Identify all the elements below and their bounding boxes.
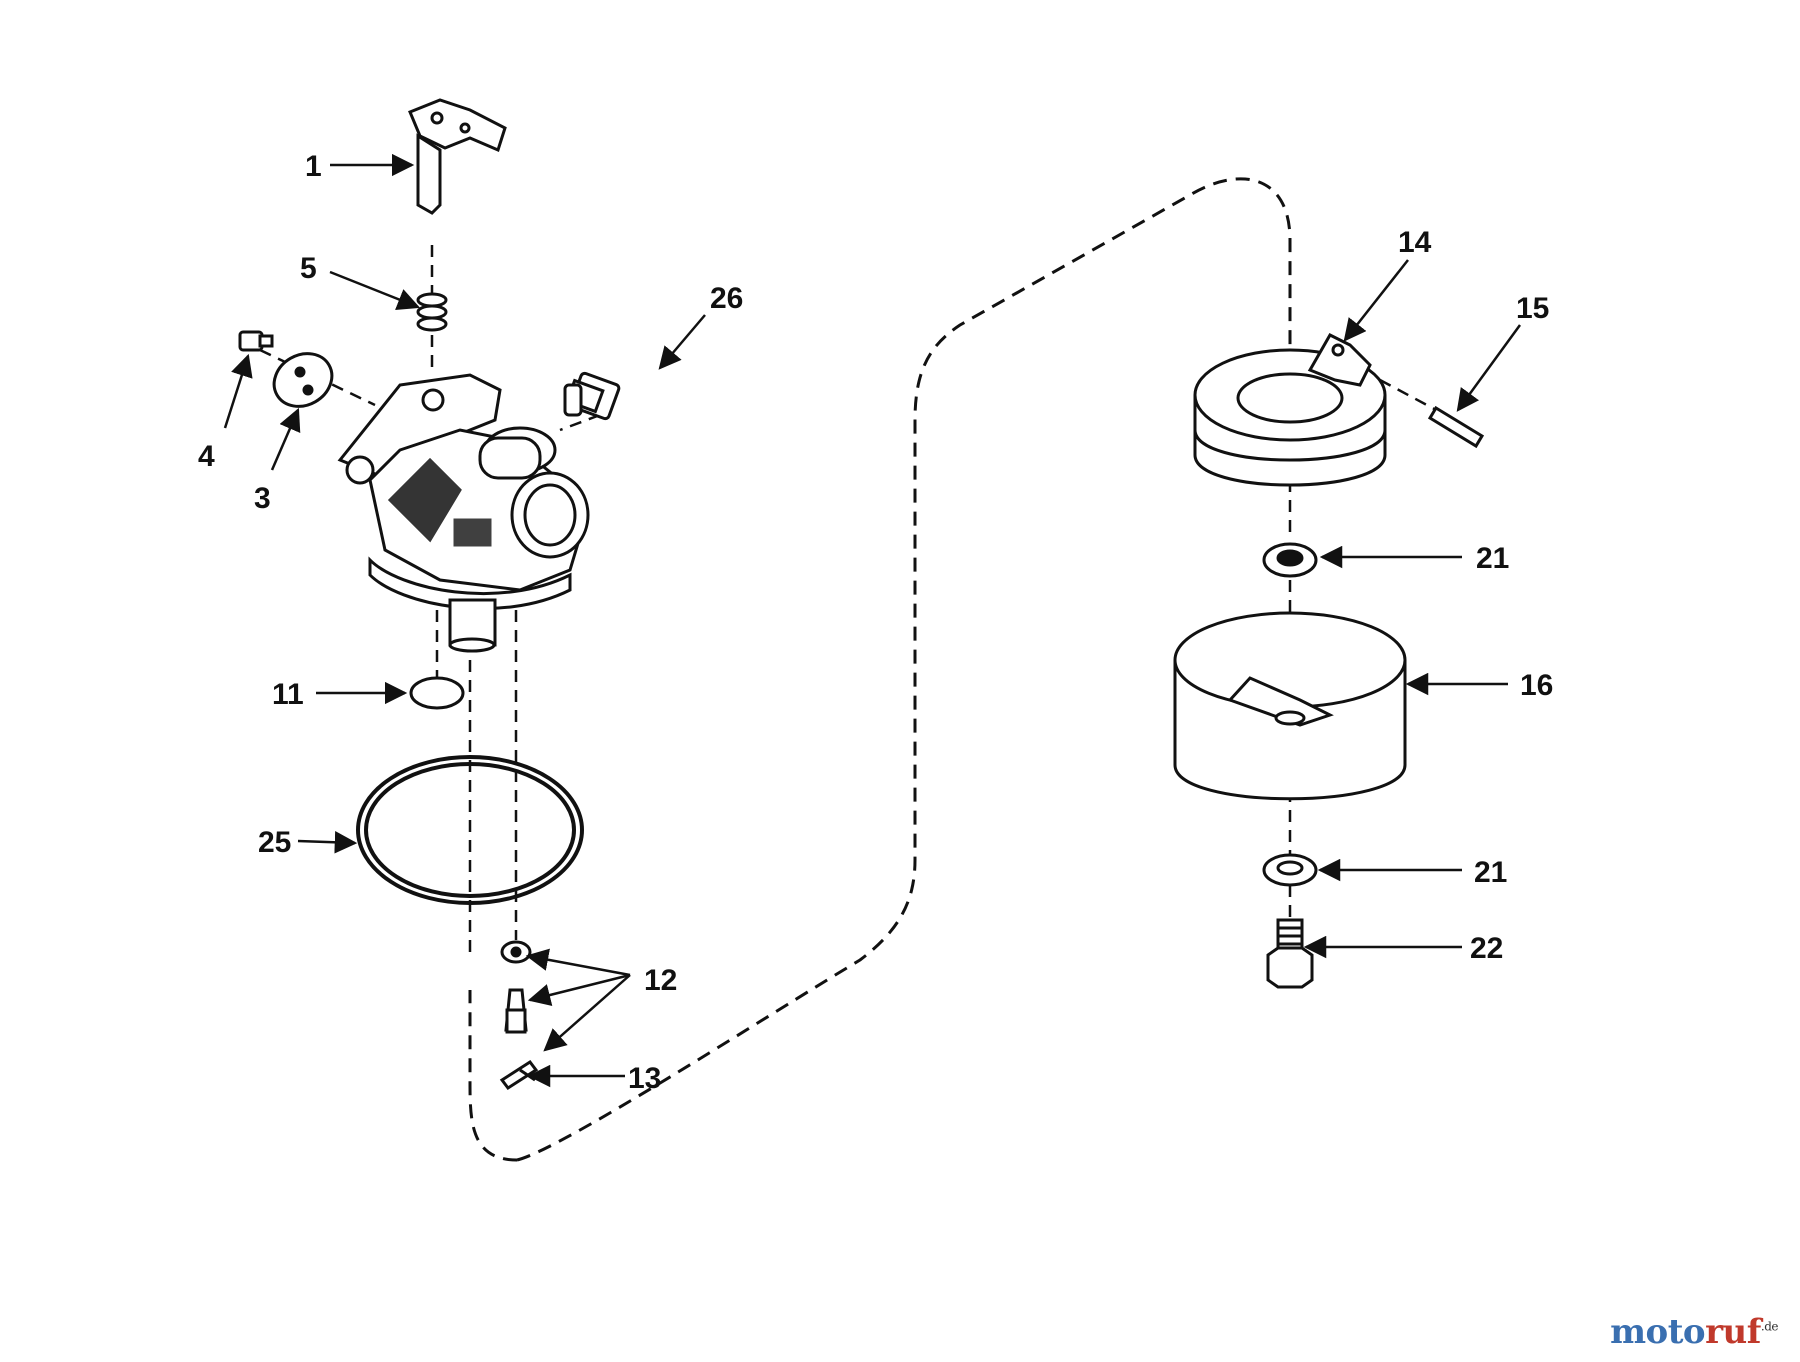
leader-arrows: [223, 153, 1522, 1088]
callout-22: 22: [1470, 932, 1503, 965]
callout-26: 26: [710, 282, 743, 315]
part-5-spring: [416, 292, 448, 332]
watermark-part2: ruf: [1705, 1312, 1761, 1352]
part-15-pin: [1427, 405, 1485, 449]
watermark-part1: moto: [1610, 1312, 1706, 1352]
part-11-plug: [409, 676, 465, 710]
callout-25: 25: [258, 826, 291, 859]
callout-13: 13: [628, 1062, 661, 1095]
callout-15: 15: [1516, 292, 1549, 325]
part-26-fitting: [563, 371, 621, 421]
watermark-suffix: .de: [1760, 1319, 1779, 1334]
callout-5: 5: [300, 252, 317, 285]
callout-12: 12: [644, 964, 677, 997]
part-12-washer: [500, 940, 532, 964]
part-22-bolt: [1266, 918, 1314, 989]
part-14-float: [1193, 333, 1387, 487]
callout-21-lower: 21: [1474, 856, 1507, 889]
part-25-gasket-ring: [356, 755, 584, 905]
part-3-plate: [272, 352, 334, 408]
watermark-logo: motoruf.de: [1610, 1312, 1778, 1352]
part-12-needle: [504, 988, 528, 1034]
part-16-float-bowl: [1173, 611, 1407, 801]
part-4-screw: [238, 330, 274, 352]
callout-3: 3: [254, 482, 271, 515]
part-21-washer-upper: [1262, 542, 1318, 578]
part-21-washer-lower: [1262, 853, 1318, 887]
callout-16: 16: [1520, 669, 1553, 702]
callout-11: 11: [272, 678, 304, 711]
carburetor-body: [337, 373, 590, 653]
dashed-connector-loop: [468, 177, 1292, 1162]
callout-21-upper: 21: [1476, 542, 1509, 575]
callout-14: 14: [1398, 226, 1432, 259]
part-1-throttle-bracket: [408, 98, 507, 215]
callout-1: 1: [305, 150, 322, 183]
callout-4: 4: [198, 440, 215, 473]
